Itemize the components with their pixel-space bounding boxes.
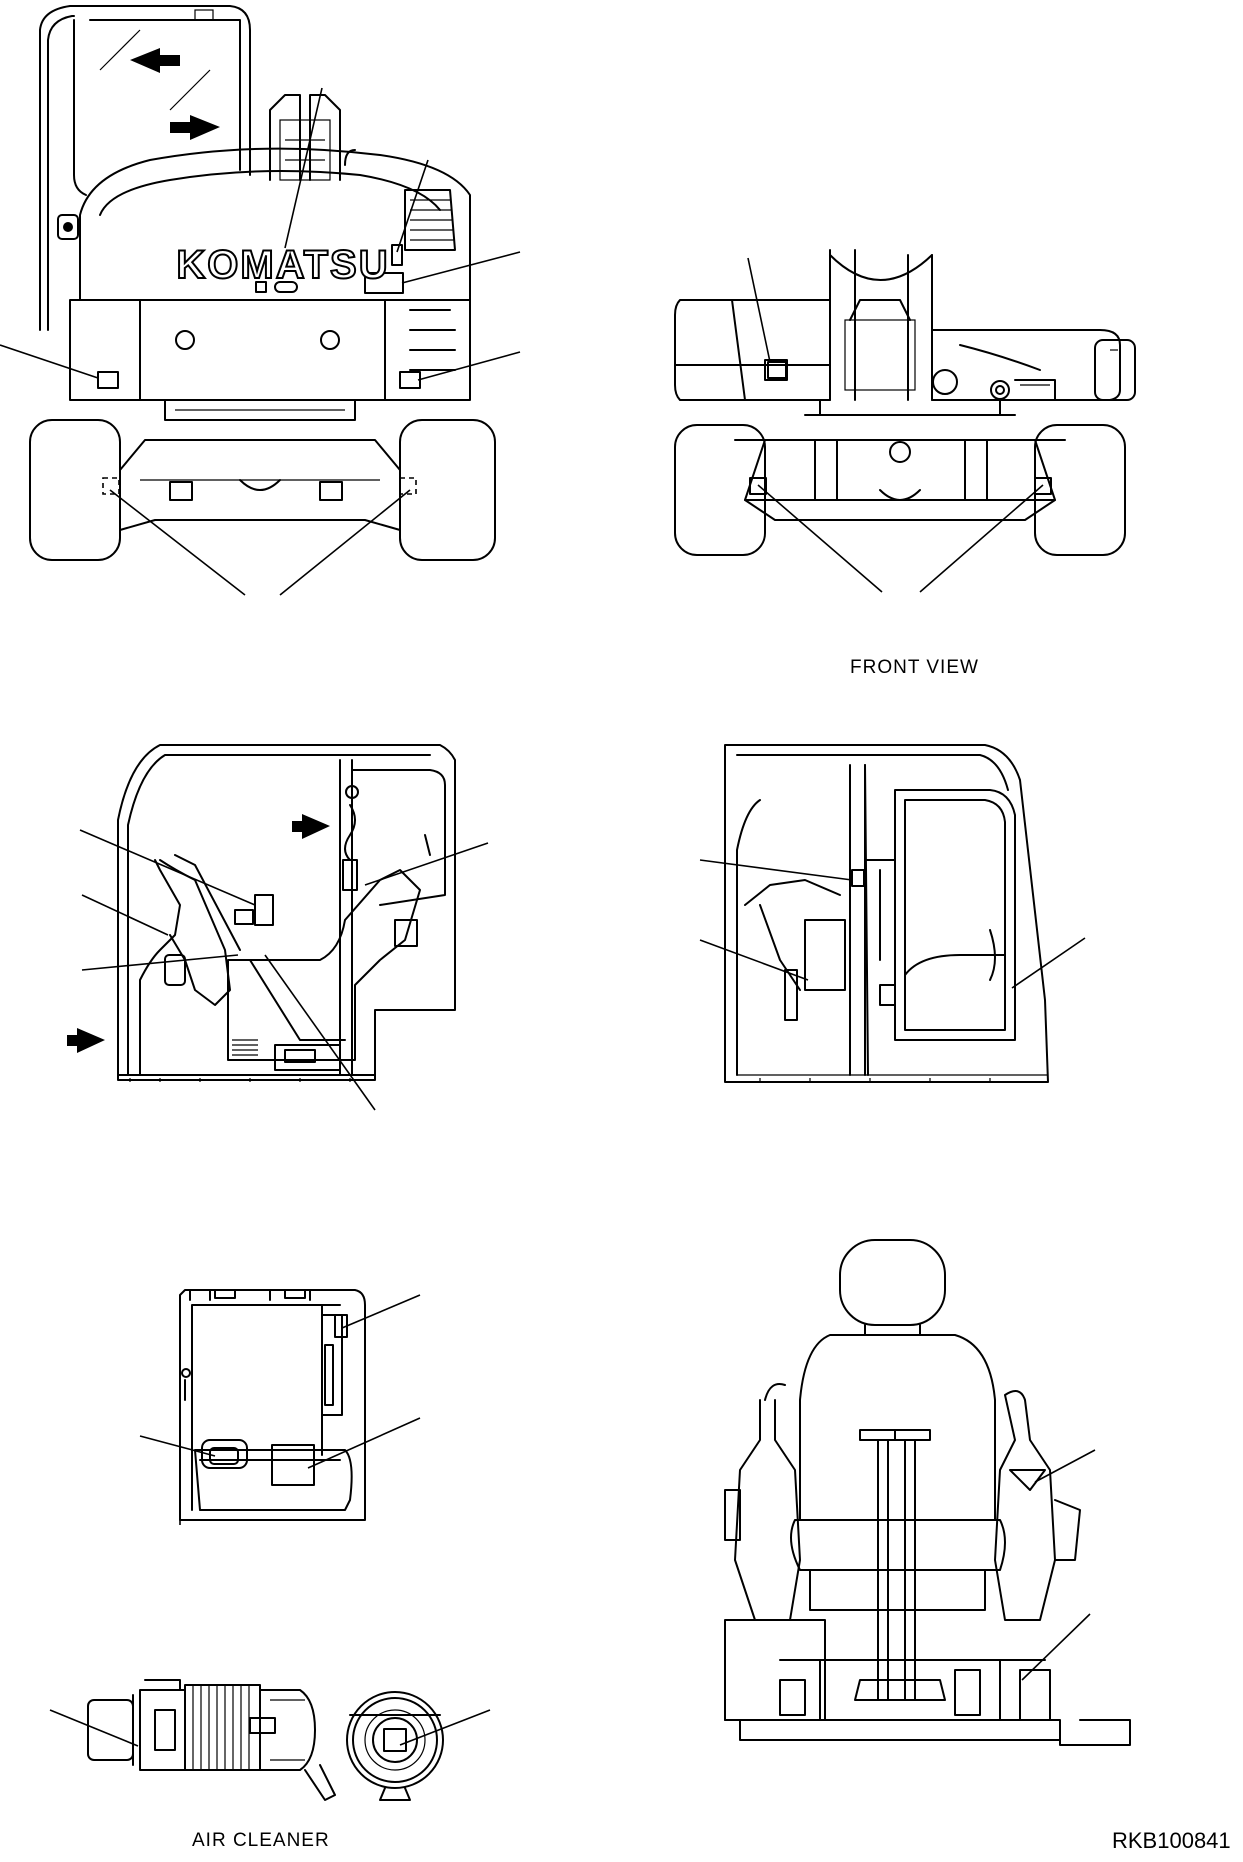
air-cleaner-pleats bbox=[184, 1684, 261, 1771]
komatsu-logo: KOMATSU bbox=[176, 243, 389, 287]
arrow-left-icon bbox=[130, 48, 180, 73]
cab-right-view bbox=[699, 744, 1086, 1083]
air-cleaner-end-view bbox=[346, 1691, 491, 1801]
front-view-label: FRONT VIEW bbox=[850, 657, 979, 678]
cab-left-view bbox=[67, 744, 489, 1111]
arrow-right-icon bbox=[292, 814, 330, 839]
vent-grille bbox=[404, 189, 456, 251]
air-cleaner-side-view bbox=[49, 1679, 336, 1801]
cab-panel-view bbox=[139, 1289, 421, 1525]
seat-view bbox=[724, 1239, 1131, 1746]
air-cleaner-label: AIR CLEANER bbox=[192, 1830, 330, 1851]
front-view bbox=[674, 249, 1136, 593]
arrow-right-icon bbox=[170, 115, 220, 140]
drawing-code-label: RKB100841 bbox=[1112, 1828, 1231, 1853]
rear-view bbox=[0, 5, 521, 596]
arrow-right-icon bbox=[67, 1028, 105, 1053]
